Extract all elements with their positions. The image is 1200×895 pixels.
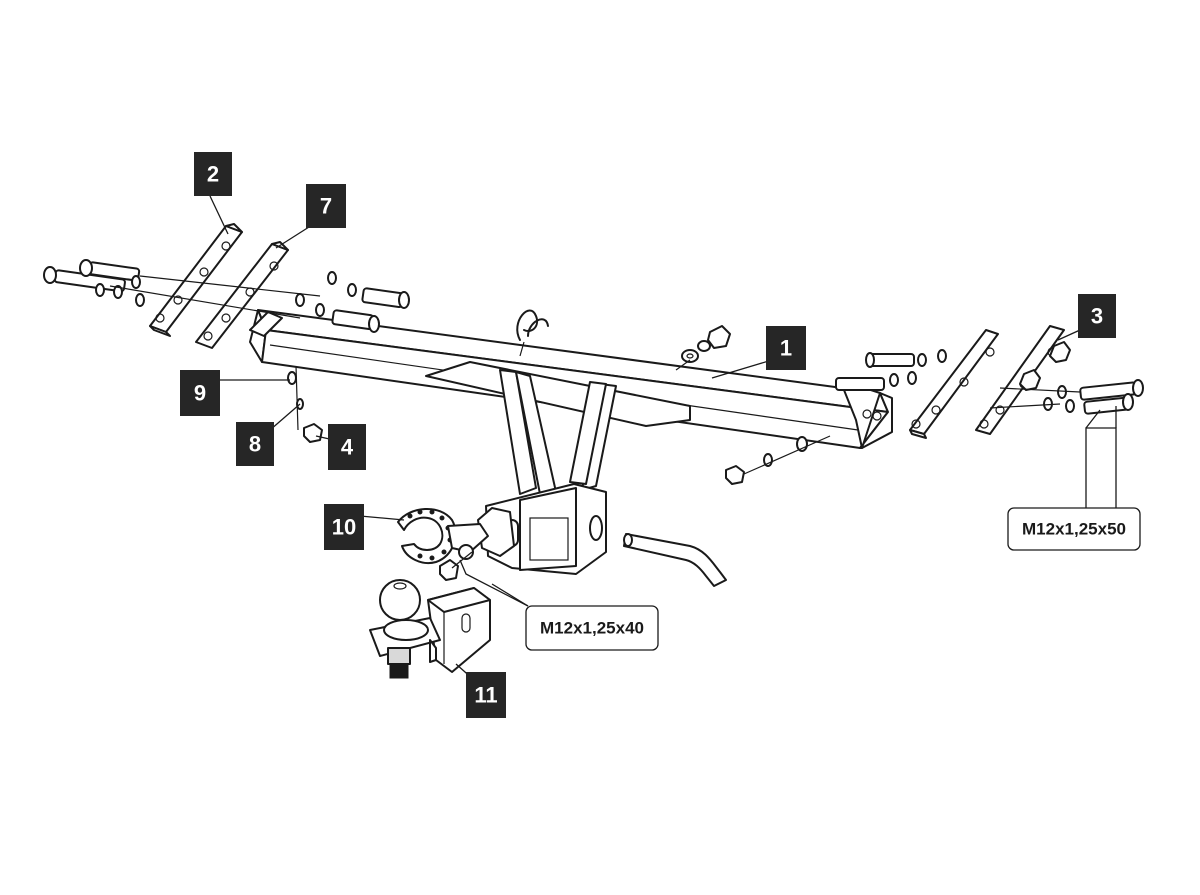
part-label-10: 10: [324, 504, 364, 550]
part-label-2: 2: [194, 152, 232, 196]
bolt-spec-m12x50-text: M12x1,25x50: [1022, 520, 1126, 539]
left-plates: [43, 223, 410, 349]
part-label-9: 9: [180, 370, 220, 416]
bolt-spec-m12x40: M12x1,25x40: [525, 605, 659, 651]
part-label-1: 1: [766, 326, 806, 370]
part-label-7-text: 4: [341, 435, 354, 460]
right-plates: [835, 325, 1144, 439]
socket-plate: [397, 507, 489, 581]
part-label-9-text: 9: [194, 381, 206, 406]
part-label-2-text: 2: [207, 162, 219, 187]
part-label-10-text: 10: [332, 515, 356, 540]
part-label-7: 4: [328, 424, 366, 470]
part-label-3-text: 3: [1091, 304, 1103, 329]
safety-clip: [516, 309, 549, 357]
ball-mount: [369, 579, 491, 679]
part-label-11-text: 11: [474, 683, 497, 708]
part-label-8-text: 8: [249, 432, 261, 457]
bolt-spec-m12x40-text: M12x1,25x40: [540, 619, 644, 638]
hitch-pin: [623, 533, 727, 587]
center-mount: [425, 361, 691, 575]
bolt-spec-m12x50: M12x1,25x50: [1007, 507, 1141, 551]
part-label-1-text: 1: [780, 336, 792, 361]
part-label-11: 11: [466, 672, 506, 718]
part-label-3: 3: [1078, 294, 1116, 338]
leader-lines: [209, 195, 1117, 681]
beam-hardware: [287, 325, 831, 485]
part-label-4-text: 7: [320, 194, 332, 219]
part-label-8: 8: [236, 422, 274, 466]
part-label-4: 7: [306, 184, 346, 228]
